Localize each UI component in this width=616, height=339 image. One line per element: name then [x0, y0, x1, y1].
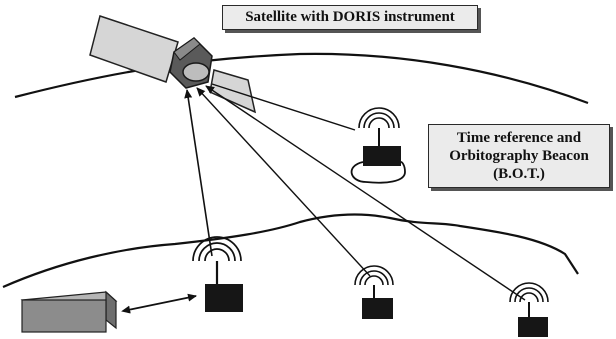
ground-beacon-middle	[354, 265, 394, 319]
earth-surface-curve	[2, 213, 579, 289]
bot-beacon-box	[363, 146, 401, 166]
radio-waves-icon	[192, 236, 242, 262]
beacon-box	[518, 317, 548, 337]
box-side	[105, 290, 117, 330]
uplink-line-ground-left	[184, 89, 213, 257]
uplink-line-bot	[211, 83, 356, 131]
upper-horizon-curve	[14, 52, 589, 105]
bot-beacon	[350, 107, 406, 184]
uplink-line-ground-middle	[196, 87, 371, 277]
bot-label: Time reference and Orbitography Beacon (…	[428, 124, 610, 188]
bot-label-line3: (B.O.T.)	[493, 166, 545, 182]
radio-waves-icon	[509, 282, 549, 303]
ground-beacon-right	[509, 282, 549, 337]
bot-cable	[350, 161, 406, 184]
solar-panel-left	[89, 15, 179, 83]
satellite-body-face	[173, 37, 201, 61]
satellite	[89, 15, 257, 114]
radio-waves-icon	[354, 265, 394, 286]
beacon-box	[362, 298, 393, 319]
beacon-box	[205, 284, 243, 312]
ground-station-box	[20, 290, 118, 333]
box-front	[21, 299, 107, 333]
satellite-label: Satellite with DORIS instrument	[222, 5, 478, 30]
link-double-arrow	[121, 293, 197, 314]
bot-label-line2: Orbitography Beacon	[449, 148, 589, 164]
bot-label-line1: Time reference and	[456, 130, 582, 146]
uplink-line-ground-right	[205, 85, 526, 301]
ground-beacon-left	[192, 236, 243, 312]
bot-radio-waves-icon	[358, 107, 400, 129]
satellite-antenna	[182, 62, 210, 82]
